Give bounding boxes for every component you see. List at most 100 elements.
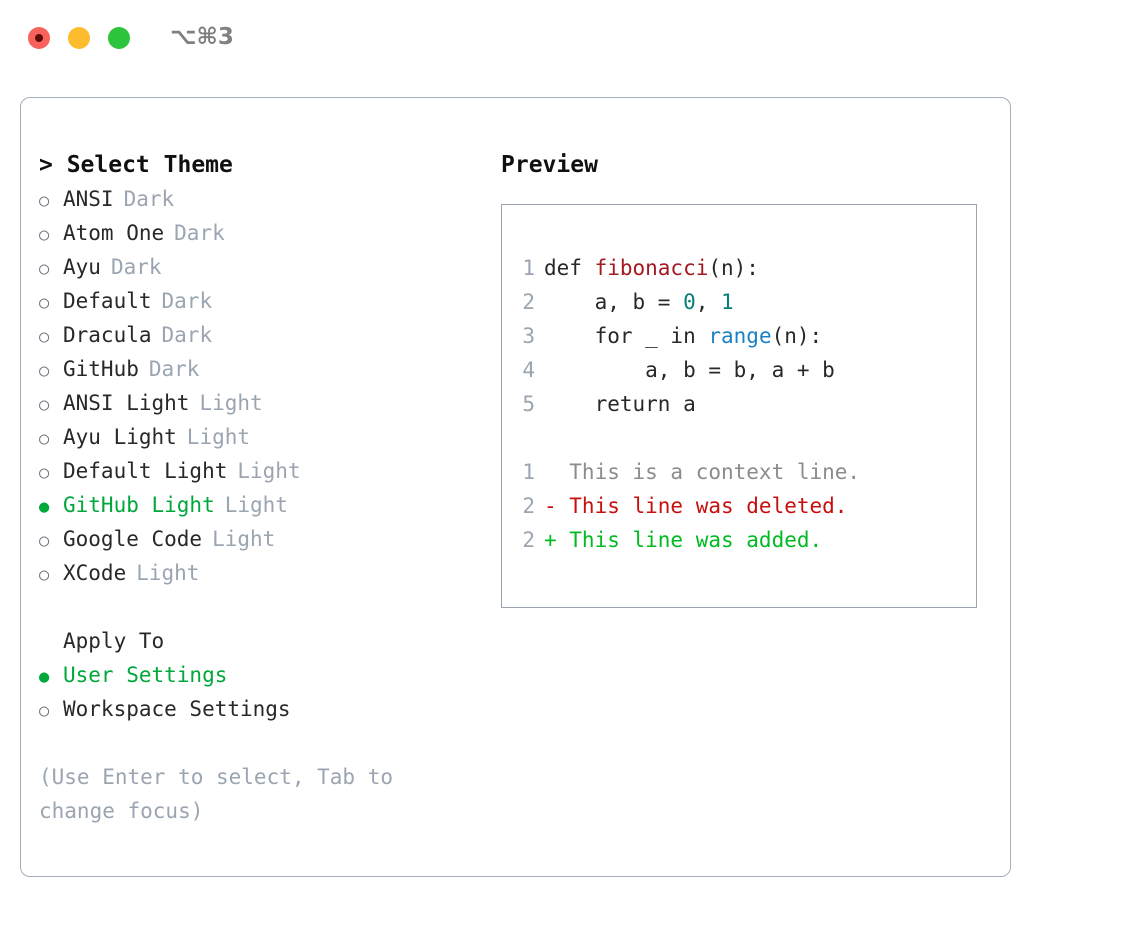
diff-line: 2 - This line was deleted. [502,489,976,523]
theme-option-tag: Dark [174,221,225,245]
line-number: 2 [522,494,535,518]
code-token: , [695,290,722,314]
code-token: return a [544,392,696,416]
line-number: 2 [522,528,535,552]
code-line-content: def fibonacci(n): [544,251,759,285]
maximize-window-button[interactable] [108,27,130,49]
theme-option-label: Default Light [63,459,228,483]
theme-option-label: ANSI [63,187,114,211]
code-token: (n): [771,324,823,348]
code-line: 5 return a [502,387,976,421]
keyboard-hint-text: (Use Enter to select, Tab to change focu… [39,765,394,823]
preview-heading: Preview [501,152,598,178]
theme-option-label: Google Code [63,527,203,551]
spacer [502,421,976,455]
code-line-content: a, b = 0, 1 [544,285,734,319]
apply-to-option[interactable]: ○Workspace Settings [39,692,499,726]
apply-to-heading: Apply To [63,629,165,653]
theme-option[interactable]: ○ Dracula Dark [39,318,499,352]
code-token: 1 [721,290,734,314]
theme-option-tag: Light [224,493,288,517]
radio-unselected-icon: ○ [39,327,50,347]
code-token: fibonacci [594,256,709,280]
theme-option-tag: Light [199,391,263,415]
radio-unselected-icon: ○ [39,531,50,551]
theme-option[interactable]: ○ ANSI Light Light [39,386,499,420]
radio-unselected-icon: ○ [39,361,50,381]
theme-option-label: Default [63,289,152,313]
code-line: 1 def fibonacci(n): [502,251,976,285]
apply-to-option-label: Workspace Settings [63,697,291,721]
theme-option-label: Atom One [63,221,165,245]
theme-option-tag: Dark [123,187,175,211]
radio-unselected-icon: ○ [39,395,50,415]
radio-unselected-icon: ○ [39,463,50,483]
line-number: 1 [522,460,535,484]
select-theme-heading: > Select Theme [39,152,233,178]
theme-option[interactable]: ○ GitHub Dark [39,352,499,386]
theme-option-label: GitHub [63,357,139,381]
theme-option-label: Ayu Light [63,425,177,449]
code-line-content: return a [544,387,696,421]
diff-sample: 1 This is a context line. 2 - This line wa… [502,455,976,557]
code-token: for _ in [544,324,709,348]
theme-option[interactable]: ○ Default Dark [39,284,499,318]
diff-line: 1 This is a context line. [502,455,976,489]
theme-option[interactable]: ○ Ayu Light Light [39,420,499,454]
diff-line-content: - This line was deleted. [544,494,848,518]
theme-option[interactable]: ○ Google Code Light [39,522,499,556]
code-line: 2 a, b = 0, 1 [502,285,976,319]
line-number: 1 [522,256,535,280]
code-token: a, b = b, a + b [544,358,835,382]
theme-option[interactable]: ○ Default Light Light [39,454,499,488]
theme-option-tag: Dark [148,357,200,381]
radio-unselected-icon: ○ [39,191,50,211]
theme-option-tag: Light [186,425,251,449]
theme-option-label: Dracula [63,323,152,347]
code-token: def [544,256,595,280]
theme-option-tag: Dark [161,289,213,313]
apply-to-option-label: User Settings [63,663,228,687]
theme-option[interactable]: ○ ANSI Dark [39,182,499,216]
apply-to-option[interactable]: ● User Settings [39,658,499,692]
line-number: 5 [522,392,535,416]
theme-option[interactable]: ● GitHub Light Light [39,488,499,522]
theme-option-label: Ayu [63,255,101,279]
diff-line: 2+ This line was added. [502,523,976,557]
theme-option-label: GitHub Light [63,493,215,517]
theme-option-tag: Light [136,561,200,585]
theme-option-tag: Light [237,459,301,483]
close-window-button[interactable] [28,27,50,49]
code-token: a, b = [544,290,684,314]
radio-selected-icon: ● [39,497,50,517]
theme-option-tag: Dark [161,323,213,347]
traffic-lights [28,27,130,49]
radio-unselected-icon: ○ [39,293,50,313]
spacer [39,590,499,624]
theme-option-label: ANSI Light [63,391,190,415]
code-token: range [708,324,772,348]
radio-selected-icon: ● [39,667,50,687]
apply-to-list[interactable]: ● User Settings ○Workspace Settings [39,658,499,726]
minimize-window-button[interactable] [68,27,90,49]
code-line-content: a, b = b, a + b [544,353,835,387]
theme-option-label: XCode [63,561,127,585]
code-line: 4 a, b = b, a + b [502,353,976,387]
theme-option-tag: Light [212,527,276,551]
radio-unselected-icon: ○ [39,259,50,279]
title-bar: ⌥⌘3 [0,0,1140,76]
code-token: (n): [708,256,759,280]
code-line-content: for _ in range(n): [544,319,823,353]
radio-unselected-icon: ○ [39,429,50,449]
line-number: 3 [522,324,535,348]
